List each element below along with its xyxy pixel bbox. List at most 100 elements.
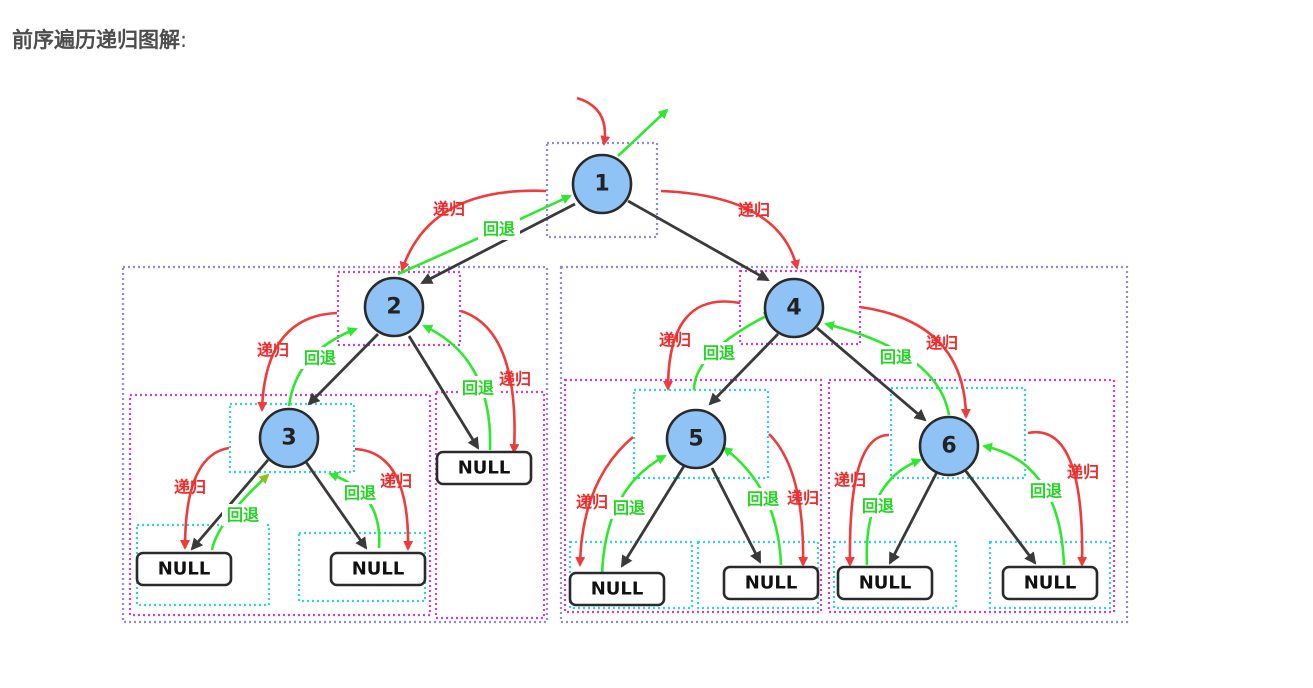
- label-bg: [875, 346, 917, 368]
- label-backtrack-3-2: 回退: [304, 349, 336, 368]
- null-label: NULL: [859, 573, 912, 594]
- edge-labels: 递归 回退 递归 递归 回退 回退 递归 递归 回退 递归 回退 递归 回退 回…: [174, 200, 1099, 526]
- edge-6-left-null: [888, 471, 939, 565]
- edge-6-right-null: [963, 469, 1037, 565]
- node-label: 2: [386, 295, 401, 320]
- label-bg: [742, 488, 784, 510]
- label-backtrack-5-4: 回退: [703, 344, 735, 363]
- label-backtrack-left-null-3: 回退: [227, 506, 259, 525]
- node-3-subtree-box: [128, 393, 432, 617]
- recurse-1-4: [660, 189, 801, 270]
- tree-node-3: 3: [258, 407, 320, 469]
- page-title: 前序遍历递归图解:: [12, 24, 187, 54]
- entry-recurse-arrow: [576, 96, 611, 146]
- recurse-2-null: [460, 309, 520, 454]
- recurse-3-right-null: [354, 447, 414, 551]
- node-label: 5: [688, 427, 703, 452]
- null-leaf-6-right: NULL: [1001, 565, 1099, 601]
- null-leaf-5-right: NULL: [722, 565, 820, 601]
- node-5-left-null-box: [568, 540, 694, 610]
- label-recurse-6-right-null: 递归: [1067, 463, 1099, 482]
- tree-nodes: 1 2 3 4 5 6: [258, 153, 980, 477]
- tree-node-1: 1: [571, 153, 633, 215]
- recurse-1-2: [399, 189, 547, 272]
- recurse-3-left-null: [180, 446, 230, 550]
- node-6-subtree-box: [827, 378, 1116, 614]
- label-backtrack-right-null-3: 回退: [344, 484, 376, 503]
- recursion-arrows: [180, 96, 1088, 567]
- null-label: NULL: [158, 559, 211, 580]
- label-recurse-3-right-null: 递归: [380, 472, 412, 491]
- tree-node-6: 6: [918, 415, 980, 477]
- label-bg: [857, 495, 899, 517]
- null-leaf-5-left: NULL: [568, 571, 666, 607]
- edge-1-4: [627, 199, 770, 282]
- node-label: 6: [941, 434, 956, 459]
- label-backtrack-null-2: 回退: [462, 379, 494, 398]
- tree-node-2: 2: [363, 276, 425, 338]
- recurse-5-right-null: [768, 433, 809, 567]
- label-bg: [339, 482, 381, 504]
- edge-3-right-null: [304, 461, 368, 550]
- node-3-left-null-box: [135, 523, 271, 607]
- node-6-box: [889, 386, 1027, 480]
- label-bg: [698, 342, 740, 364]
- recurse-5-left-null: [575, 436, 634, 567]
- node-2-right-null-box: [434, 390, 546, 620]
- label-recurse-1-4: 递归: [738, 201, 770, 220]
- node-5-box: [632, 388, 770, 480]
- tree-node-5: 5: [665, 408, 727, 470]
- null-leaf-3-right: NULL: [329, 551, 427, 587]
- null-label: NULL: [591, 579, 644, 600]
- label-recurse-5-left-null: 递归: [576, 493, 608, 512]
- recurse-2-3: [257, 311, 338, 412]
- label-recurse-6-left-null: 递归: [834, 471, 866, 490]
- recurse-4-6: [859, 305, 971, 419]
- page-title-text: 前序遍历递归图解: [12, 28, 180, 52]
- node-3-box: [228, 402, 356, 474]
- label-recurse-2-3: 递归: [257, 341, 289, 360]
- label-recurse-2-null: 递归: [499, 370, 531, 389]
- node-5-subtree-box: [563, 378, 823, 614]
- node-label: 4: [786, 296, 801, 321]
- null-leaf-2-right: NULL: [435, 450, 533, 486]
- label-backtrack-2-1: 回退: [483, 220, 515, 239]
- label-backtrack-6-4: 回退: [880, 348, 912, 367]
- label-recurse-4-5: 递归: [659, 331, 691, 350]
- edge-1-2: [420, 202, 576, 285]
- edge-4-5: [708, 333, 780, 406]
- null-leaf-6-left: NULL: [836, 565, 934, 601]
- null-label: NULL: [1024, 573, 1077, 594]
- backtrack-null-2: [422, 324, 492, 451]
- label-recurse-1-2: 递归: [433, 200, 465, 219]
- node-5-right-null-box: [696, 540, 820, 610]
- exit-backtrack-arrow: [617, 108, 669, 157]
- label-recurse-3-left-null: 递归: [174, 478, 206, 497]
- label-bg: [222, 504, 264, 526]
- page-title-colon: :: [180, 28, 188, 52]
- label-recurse-5-right-null: 递归: [787, 489, 819, 508]
- edge-5-left-null: [620, 465, 686, 568]
- recurse-6-left-null: [844, 433, 890, 567]
- edge-2-3: [307, 333, 379, 406]
- label-bg: [298, 347, 340, 369]
- label-backtrack-left-null-6: 回退: [862, 497, 894, 516]
- label-backtrack-right-null-5: 回退: [747, 490, 779, 509]
- label-backtrack-right-null-6: 回退: [1030, 482, 1062, 501]
- grouping-boxes: [121, 141, 1129, 624]
- left-subtree-box: [121, 265, 549, 624]
- label-bg: [478, 218, 520, 240]
- tree-edges: [190, 199, 1037, 568]
- recurse-6-right-null: [1027, 430, 1088, 567]
- label-bg: [458, 376, 500, 398]
- node-label: 1: [594, 172, 609, 197]
- edge-5-right-null: [710, 467, 762, 564]
- label-backtrack-left-null-5: 回退: [613, 499, 645, 518]
- null-label: NULL: [458, 458, 511, 479]
- node-label: 3: [281, 426, 296, 451]
- tree-node-4: 4: [763, 277, 825, 339]
- node-6-left-null-box: [832, 540, 958, 610]
- null-leaves: NULL NULL NULL NULL NULL NULL NULL: [135, 450, 1099, 607]
- edge-2-null: [407, 335, 480, 450]
